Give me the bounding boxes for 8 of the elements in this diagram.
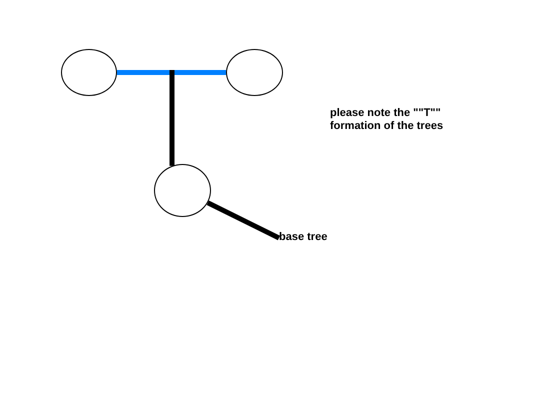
oval-node xyxy=(61,49,117,96)
note-text: please note the ""T"" formation of the trees xyxy=(330,107,444,133)
connector-line xyxy=(170,70,174,166)
connector-line xyxy=(117,70,226,75)
circle-node xyxy=(154,164,211,217)
oval-node xyxy=(226,49,283,96)
callout-label: base tree xyxy=(279,231,328,244)
leader-line xyxy=(206,200,280,240)
